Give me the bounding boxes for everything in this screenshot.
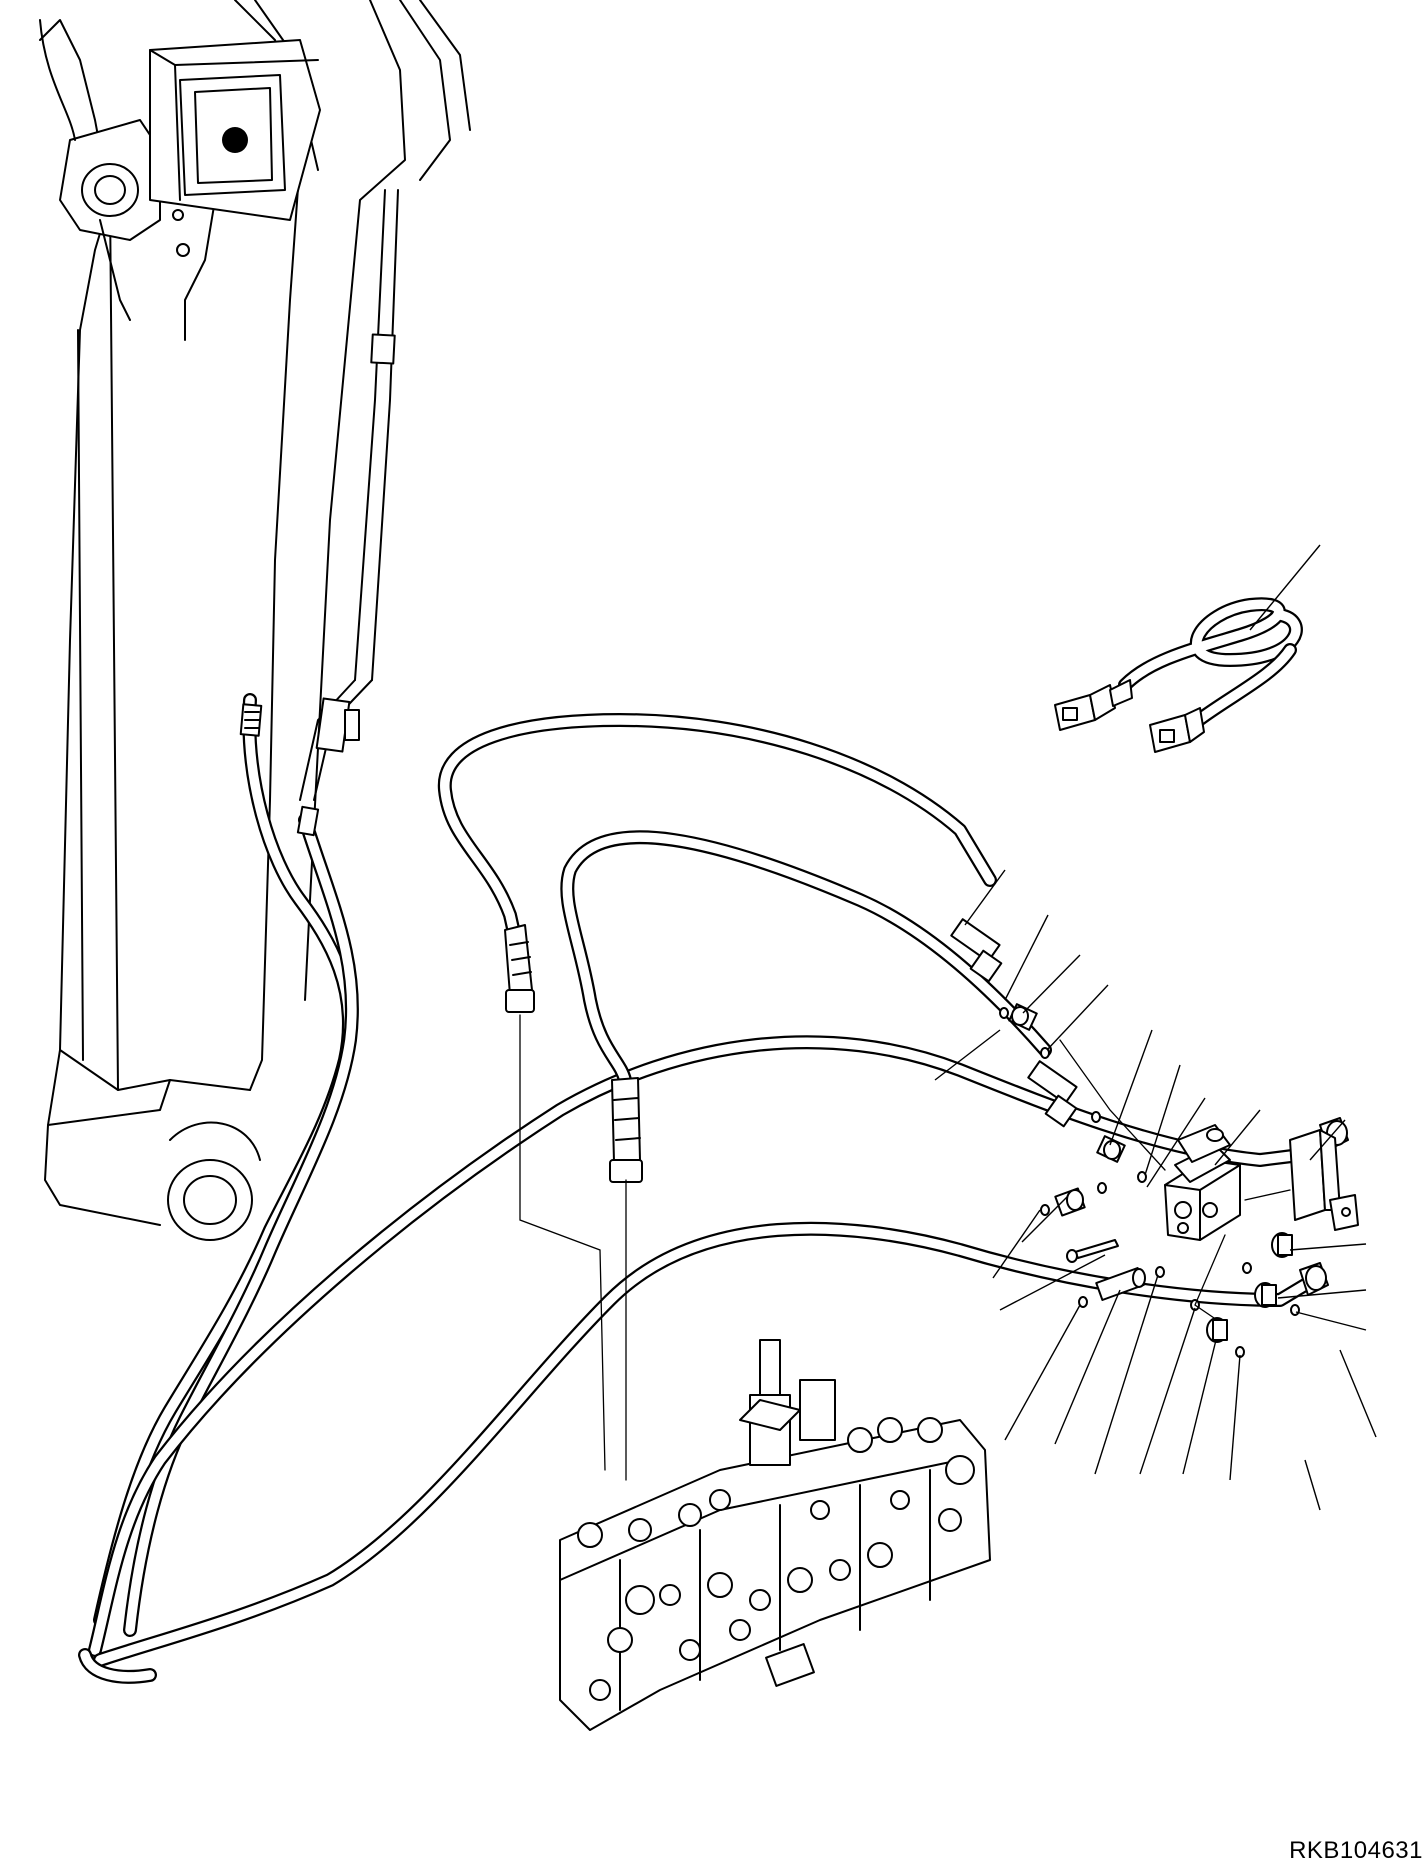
arm-hose-bundle [93, 693, 359, 1637]
connector-left [1054, 679, 1133, 731]
o-ring-7 [1078, 1296, 1088, 1308]
adapter-right-2 [1271, 1232, 1293, 1258]
hose-loops [437, 713, 1078, 1481]
wiring-harness [1054, 597, 1303, 753]
connector-right [1149, 707, 1205, 753]
adapter-right-1 [1254, 1282, 1277, 1308]
o-ring-6 [1097, 1182, 1107, 1194]
hose-fitting-left [504, 924, 535, 1013]
fittings [999, 1003, 1300, 1358]
hose-fitting-upper-right [950, 918, 1003, 983]
boom-arm [39, 0, 471, 1241]
check-valve [1095, 1267, 1146, 1301]
hose-fitting-lower-right [1027, 1060, 1078, 1128]
o-ring-10 [1290, 1304, 1300, 1316]
callout-leaders [934, 544, 1377, 1511]
adapter-left [1054, 1187, 1086, 1217]
o-ring-2 [1040, 1047, 1050, 1059]
o-ring-8 [1155, 1266, 1165, 1278]
o-ring-9 [1242, 1262, 1252, 1274]
o-ring-1 [999, 1007, 1009, 1019]
o-ring-4 [1137, 1171, 1147, 1183]
adapter-mid [1096, 1135, 1126, 1163]
adapter-bottom [1206, 1317, 1228, 1343]
drawing-number: RKB104631 [1289, 1837, 1423, 1864]
solenoid-valve [1164, 1124, 1241, 1241]
o-ring-3 [1091, 1111, 1101, 1123]
control-valve [559, 1339, 991, 1731]
o-ring-5 [1040, 1204, 1050, 1216]
bolt [1066, 1239, 1119, 1263]
hose-fitting-mid [609, 1077, 643, 1183]
elbow-fitting-lower [1299, 1262, 1329, 1296]
